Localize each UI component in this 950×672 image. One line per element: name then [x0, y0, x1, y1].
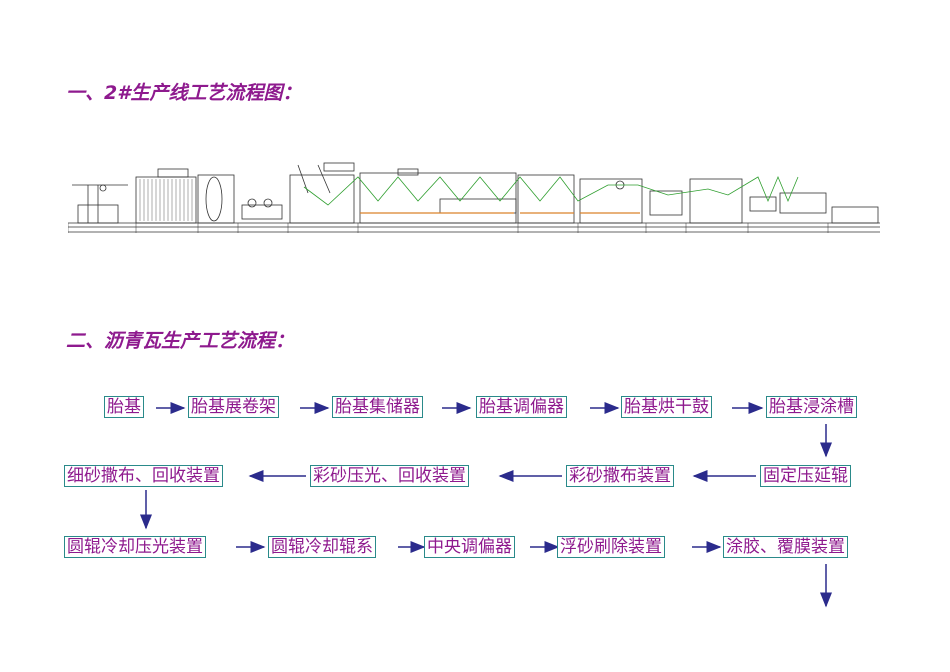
section-2-title: 二、沥青瓦生产工艺流程： — [66, 330, 295, 352]
flow-step: 胎基调偏器 — [476, 396, 567, 418]
flow-step: 胎基浸涂槽 — [766, 396, 857, 418]
flow-step: 圆辊冷却辊系 — [268, 536, 376, 558]
flow-step: 涂胶、覆膜装置 — [723, 536, 848, 558]
flow-step: 胎基烘干鼓 — [621, 396, 712, 418]
flow-step: 圆辊冷却压光装置 — [64, 536, 206, 558]
flow-step: 胎基 — [104, 396, 144, 418]
flow-step: 浮砂刷除装置 — [557, 536, 665, 558]
production-line-drawing — [68, 162, 880, 233]
section-1-title: 一、2#生产线工艺流程图： — [66, 82, 302, 104]
flow-step: 胎基集储器 — [332, 396, 423, 418]
flow-step: 细砂撒布、回收装置 — [64, 465, 223, 487]
flow-step: 胎基展卷架 — [188, 396, 279, 418]
flow-step: 彩砂压光、回收装置 — [310, 465, 469, 487]
flow-step: 彩砂撒布装置 — [566, 465, 674, 487]
flow-step: 固定压延辊 — [760, 465, 851, 487]
flow-step: 中央调偏器 — [424, 536, 515, 558]
